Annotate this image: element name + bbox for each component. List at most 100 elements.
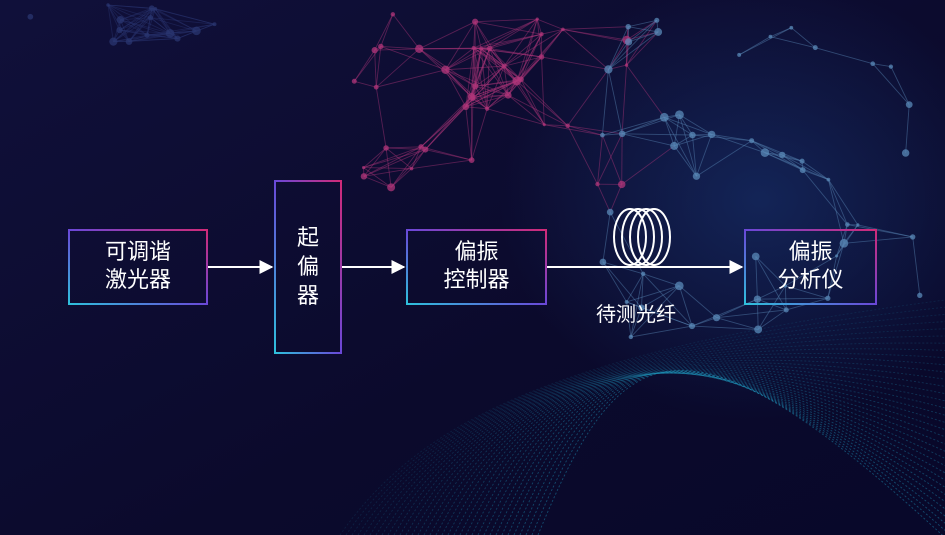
wave-line: [507, 372, 945, 535]
network-node: [485, 106, 490, 111]
network-node: [561, 27, 565, 32]
network-link: [113, 38, 178, 43]
network-link: [481, 18, 538, 50]
network-link: [643, 273, 680, 287]
network-link: [128, 7, 153, 42]
network-link: [628, 19, 657, 28]
network-link: [802, 169, 829, 181]
wave-line: [471, 372, 945, 535]
network-link: [541, 56, 609, 70]
network-link: [154, 8, 171, 34]
network-link: [471, 108, 488, 161]
network-link: [107, 4, 120, 31]
network-node: [109, 37, 118, 46]
network-link: [628, 19, 658, 43]
network-link: [119, 29, 148, 36]
network-node: [638, 304, 645, 311]
network-node: [479, 46, 484, 51]
network-link: [544, 124, 568, 127]
network-node: [799, 158, 805, 164]
network-link: [785, 255, 837, 287]
network-link: [420, 106, 467, 148]
network-link: [107, 4, 114, 42]
network-link: [472, 80, 517, 100]
network-link: [445, 48, 490, 71]
network-link: [107, 4, 148, 36]
network-link: [626, 285, 680, 303]
network-link: [757, 285, 786, 330]
network-link: [376, 69, 446, 88]
network-link: [150, 17, 215, 25]
network-link: [857, 224, 913, 238]
network-link: [674, 133, 712, 147]
network-link: [621, 145, 675, 185]
network-link: [567, 125, 603, 136]
network-node: [153, 6, 158, 11]
network-node: [362, 166, 366, 170]
network-link: [626, 19, 658, 41]
network-link: [489, 18, 538, 49]
network-link: [785, 285, 828, 299]
network-node: [604, 65, 613, 74]
network-node: [441, 65, 450, 74]
network-link: [607, 69, 623, 134]
network-link: [641, 273, 644, 308]
network-link: [486, 48, 491, 109]
wave-line: [495, 372, 945, 535]
network-link: [108, 4, 152, 9]
network-node: [192, 26, 201, 36]
network-link: [411, 146, 422, 169]
network-node: [27, 13, 34, 20]
network-link: [146, 8, 153, 36]
network-link: [465, 94, 509, 108]
wave-line: [393, 356, 945, 535]
network-node: [826, 177, 831, 182]
network-link: [630, 285, 680, 338]
network-node: [212, 22, 217, 27]
network-node: [712, 314, 721, 322]
polarization-analyzer-node: 偏振 分析仪: [745, 230, 876, 304]
network-link: [507, 56, 542, 96]
network-link: [711, 133, 766, 154]
network-link: [480, 48, 518, 82]
network-link: [390, 168, 412, 188]
node-label-line: 起: [296, 225, 319, 251]
network-link: [107, 4, 130, 42]
network-node: [707, 130, 716, 139]
network-link: [520, 79, 545, 125]
laser-box-border: [68, 229, 208, 305]
network-link: [828, 179, 859, 226]
network-link: [516, 80, 568, 127]
network-link: [520, 56, 542, 80]
network-link: [755, 256, 786, 287]
network-link: [411, 149, 426, 169]
network-node: [144, 32, 150, 38]
network-link: [678, 285, 717, 319]
network-link: [503, 29, 564, 67]
network-node: [387, 183, 396, 192]
network-link: [602, 261, 642, 308]
network-link: [664, 116, 693, 136]
network-link: [486, 65, 505, 109]
network-link: [363, 168, 412, 177]
network-node: [606, 208, 614, 216]
network-node: [825, 295, 831, 301]
network-link: [363, 175, 392, 188]
network-node: [600, 132, 605, 138]
network-node: [749, 138, 755, 144]
network-link: [472, 94, 509, 100]
wave-line: [513, 371, 945, 535]
network-node: [147, 15, 154, 21]
network-link: [622, 133, 693, 136]
network-link: [475, 21, 542, 35]
network-link: [738, 27, 792, 56]
network-link: [445, 69, 509, 96]
network-link: [363, 149, 426, 177]
network-link: [757, 309, 787, 330]
network-link: [692, 134, 752, 142]
network-link: [420, 146, 472, 161]
network-link: [664, 116, 712, 135]
network-link: [696, 134, 713, 177]
network-node: [504, 91, 512, 99]
network-link: [755, 256, 787, 311]
